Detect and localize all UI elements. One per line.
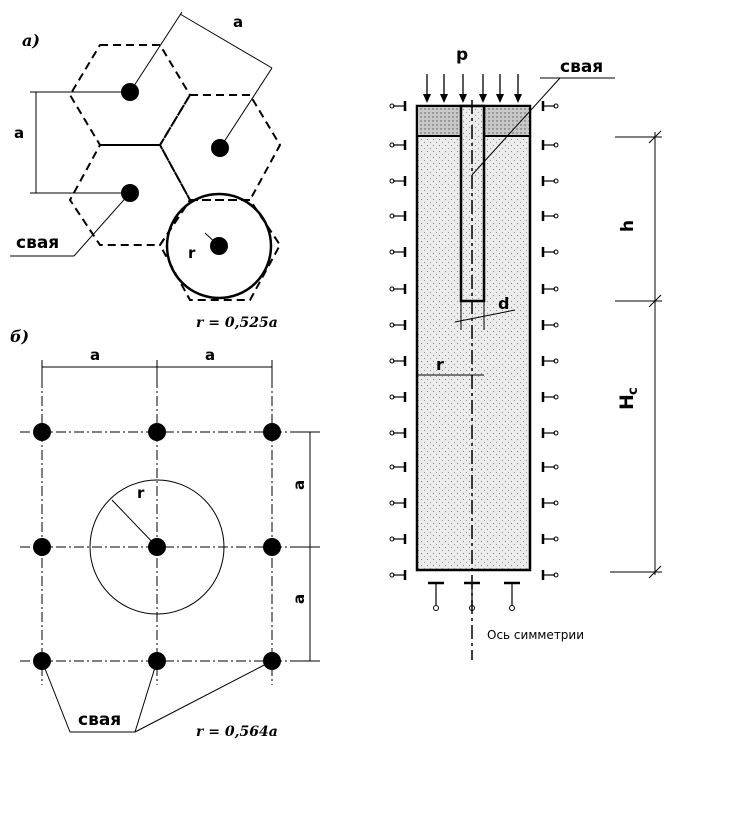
pile-b-6 (263, 538, 281, 556)
hc-slash-bottom (648, 565, 662, 579)
pile-leader-b-1 (41, 660, 71, 733)
diagram-c: p свая Ось симметрии (388, 45, 662, 660)
pile-b-1 (33, 423, 51, 441)
dim-label-b-right-bottom: a (290, 594, 308, 604)
dim-label-b-right-top: a (290, 480, 308, 490)
dim-label-b-top-left: a (90, 346, 100, 364)
dim-label-a-left: a (14, 124, 24, 142)
pile-label-a: свая (16, 233, 59, 253)
r-label-c: r (436, 355, 444, 374)
left-supports (388, 99, 407, 582)
dim-label-b-top-right: a (205, 346, 215, 364)
pile-leader-a (73, 192, 131, 257)
pile-b-4 (33, 538, 51, 556)
diagram-b: б) a a a a r (10, 327, 320, 740)
formula-a: r = 0,525a (196, 315, 278, 331)
load-arrows (423, 74, 522, 103)
dim-label-a-top: a (233, 13, 243, 31)
d-label: d (498, 294, 509, 313)
hc-label: H (616, 394, 638, 410)
right-supports (541, 99, 560, 582)
load-label: p (456, 45, 468, 65)
pile-leader-c (471, 77, 561, 176)
pile-leader-b-2 (134, 660, 158, 733)
pile-b-5 (148, 538, 166, 556)
ext-line-a-1 (129, 11, 183, 93)
bottom-supports (428, 581, 520, 611)
diagram-a-label: а) (22, 31, 40, 50)
pile-label-c: свая (560, 57, 603, 77)
radius-line-b (111, 499, 158, 548)
equivalent-circle-b (89, 479, 225, 615)
hex-cell-4 (158, 199, 282, 301)
diagram-a: а) r a a свая r = 0,525a (10, 11, 282, 331)
equivalent-circle-a (165, 192, 273, 300)
h-slash-mid (648, 294, 662, 308)
ext-line-a-2 (219, 67, 273, 149)
formula-b: r = 0,564a (196, 724, 278, 740)
soil-cylinder (415, 104, 532, 572)
hc-label-group: H c (616, 387, 641, 410)
h-label: h (618, 220, 638, 232)
radius-label-b: r (137, 484, 145, 502)
dim-line-a-top (179, 13, 273, 69)
h-slash-top (648, 130, 662, 144)
pile-label-b: свая (78, 710, 121, 730)
pile-b-3 (263, 423, 281, 441)
radius-label-a: r (188, 244, 196, 262)
hc-sub: c (626, 387, 641, 395)
d-dim-line (454, 309, 516, 323)
pile-b-2 (148, 423, 166, 441)
pile-leader-b-3 (134, 660, 273, 733)
radius-line-a (204, 232, 220, 247)
axis-label: Ось симметрии (487, 628, 584, 642)
diagram-b-label: б) (10, 327, 29, 346)
